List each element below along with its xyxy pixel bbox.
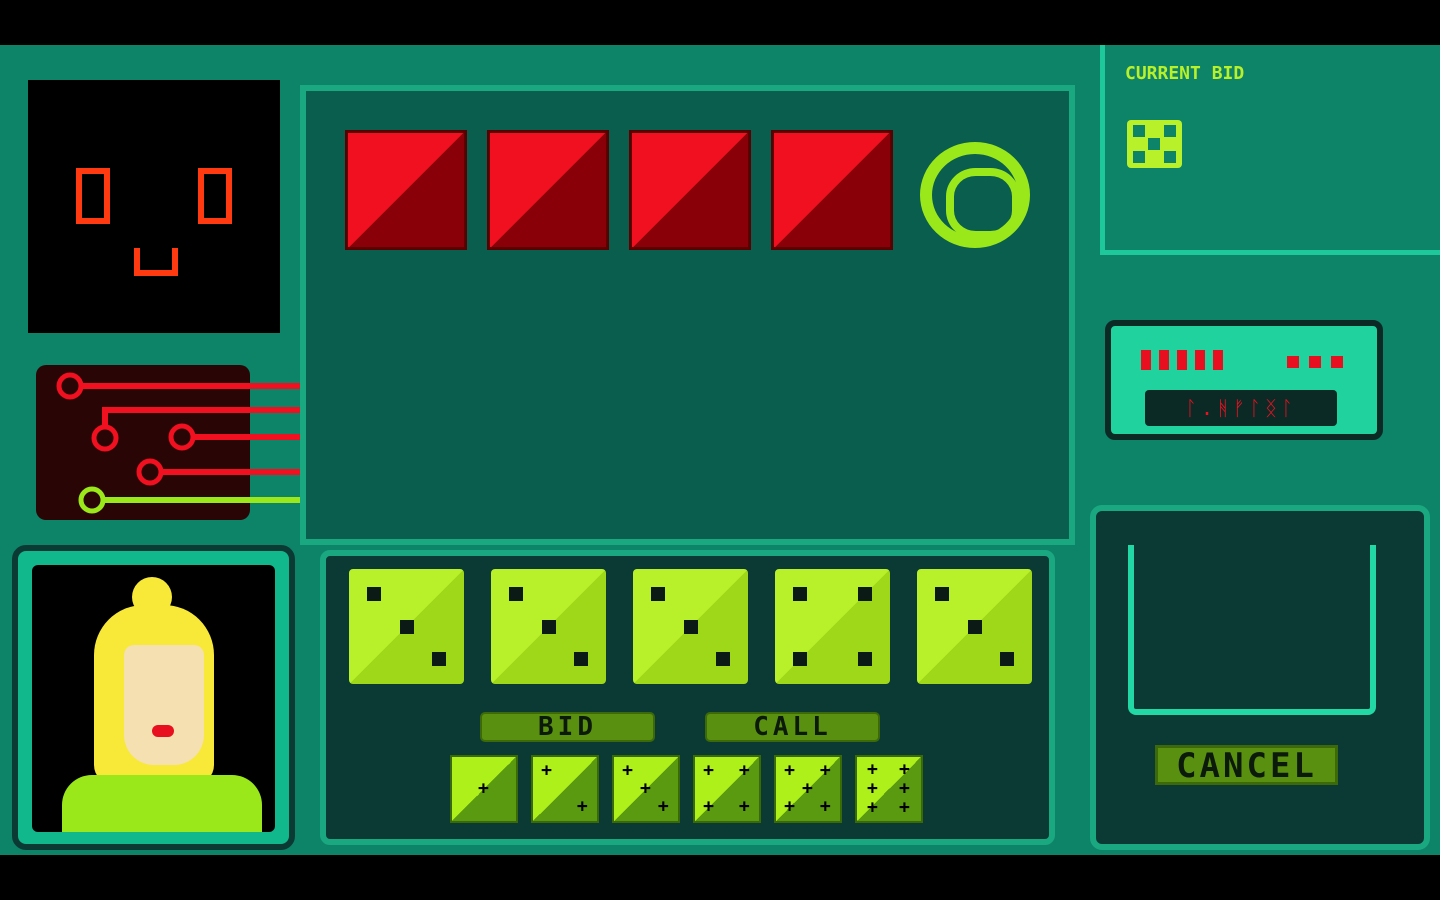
pip-cross-icon: + [867,797,878,819]
bid-device: ᛚ.ᚻᚠᛚᛝᛚ [1105,320,1383,440]
die-pip [399,619,414,634]
pip-cross-icon: + [819,760,831,782]
die-pip [857,651,872,666]
die-pip [857,587,872,602]
indicator-bars [1141,350,1225,370]
die-pip [935,587,950,602]
cancel-button[interactable]: CANCEL [1155,745,1338,785]
die-pip [573,651,588,666]
die-pip [999,651,1014,666]
pip-cross-icon: + [899,778,910,799]
pip-cross-icon: + [541,760,552,782]
pip-cross-icon: + [784,795,795,817]
player-avatar [32,565,275,832]
opponent-hidden-die [487,130,609,250]
bid-button[interactable]: BID [480,712,655,742]
bid-face-option-1[interactable]: + [450,755,518,823]
indicator-lights [1287,356,1347,368]
robot-eye-left [76,168,110,224]
bid-face-option-2[interactable]: ++ [531,755,599,823]
player-die[interactable] [345,565,468,688]
pip-cross-icon: + [576,795,588,817]
pip-cross-icon: + [784,760,795,782]
device-readout: ᛚ.ᚻᚠᛚᛝᛚ [1145,390,1337,426]
die-pip [967,619,982,634]
pip-cross-icon: + [703,760,714,782]
bid-face-option-4[interactable]: + + + + [693,755,761,823]
pip-cross-icon: + [738,760,750,782]
player-die[interactable] [629,565,752,688]
player-portrait-frame [12,545,295,850]
opponent-hidden-die [771,130,893,250]
opponent-hidden-die [629,130,751,250]
pip-cross-icon: + [657,795,669,817]
pip-cross-icon: + [899,797,910,819]
ring-connector [920,142,1030,248]
selection-screen [1128,545,1376,715]
pip-cross-icon: + [622,760,633,782]
pip-cross-icon: + [640,778,651,799]
opponent-robot-face [28,80,280,333]
current-bid-panel: CURRENT BID [1100,45,1440,255]
call-button[interactable]: CALL [705,712,880,742]
pip-cross-icon: + [867,758,878,780]
opponent-hidden-die [345,130,467,250]
die-pip [683,619,698,634]
robot-eye-right [198,168,232,224]
die-pip [367,587,382,602]
current-bid-label: CURRENT BID [1125,63,1245,84]
pip-cross-icon: + [867,778,878,799]
player-die[interactable] [771,565,894,688]
pip-cross-icon: + [899,758,910,780]
pip-cross-icon: + [819,795,831,817]
die-pip [793,587,808,602]
die-pip [793,651,808,666]
pip-cross-icon: + [738,795,750,817]
robot-mouth [134,248,178,276]
bid-face-option-3[interactable]: + + + [612,755,680,823]
pip-cross-icon: + [802,778,813,799]
die-pip [715,651,730,666]
player-die[interactable] [913,565,1036,688]
die-pip [651,587,666,602]
bid-face-option-6[interactable]: ++++++ [855,755,923,823]
bid-face-option-5[interactable]: + + + + + [774,755,842,823]
current-bid-die [1127,120,1182,168]
die-pip [509,587,524,602]
pip-cross-icon: + [703,795,714,817]
die-pip [541,619,556,634]
player-die[interactable] [487,565,610,688]
die-pip [431,651,446,666]
pip-cross-icon: + [478,778,489,799]
